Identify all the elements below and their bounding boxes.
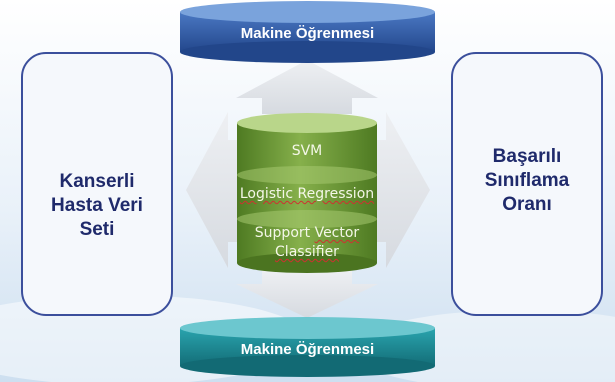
right-box-line: Başarılı (492, 146, 562, 167)
db-layer-logistic-text: Logistic Regression (239, 186, 375, 202)
right-box-label: Başarılı Sınıflama Oranı (452, 145, 602, 217)
right-box (451, 52, 603, 316)
right-box-line: Sınıflama (484, 170, 570, 191)
db-layer-svc-text: Vector (314, 225, 360, 241)
bottom-cylinder-label: Makine Öğrenmesi (240, 341, 375, 358)
up-arrow (236, 60, 378, 114)
left-box-line: Seti (79, 219, 115, 240)
left-arrow (186, 112, 248, 268)
left-box-line: Hasta Veri (51, 195, 143, 216)
top-cylinder-label: Makine Öğrenmesi (240, 25, 375, 42)
db-layer-svm-text: SVM (291, 143, 323, 159)
right-box-line: Oranı (502, 194, 552, 215)
down-arrow (236, 270, 378, 318)
db-layer-logistic: Logistic Regression (238, 185, 376, 204)
db-layer-svc-text: Support (254, 225, 315, 241)
left-box-label: Kanserli Hasta Veri Seti (22, 170, 172, 242)
left-box-line: Kanserli (59, 171, 135, 192)
right-arrow (366, 112, 430, 268)
left-box (21, 52, 173, 316)
database-stack (237, 113, 377, 273)
db-layer-svm: SVM (238, 142, 376, 161)
db-layer-svc-text: Classifier (275, 244, 339, 260)
top-cylinder (180, 1, 435, 63)
db-layer-svc: Support Vector Classifier (238, 224, 376, 262)
bottom-cylinder (180, 317, 435, 377)
